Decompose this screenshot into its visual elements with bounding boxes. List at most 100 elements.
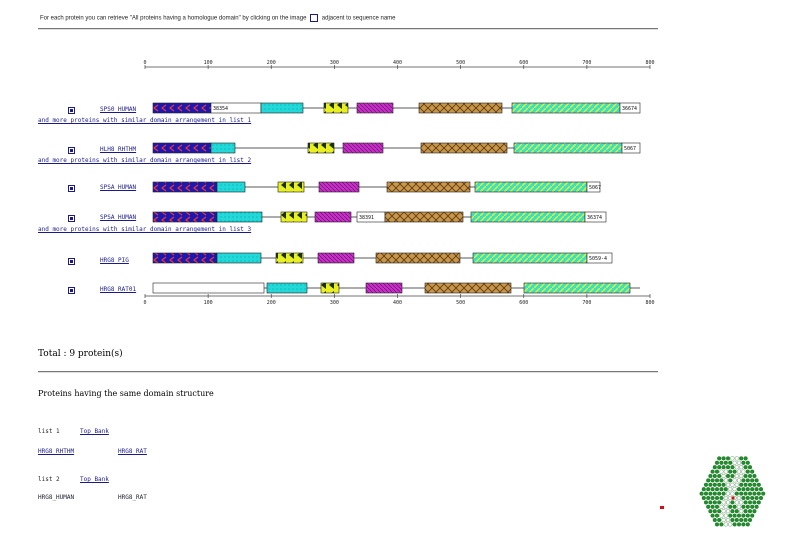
protein-5-domain-button[interactable] (68, 258, 75, 265)
navy-domain (152, 181, 218, 193)
logo-dot (706, 487, 711, 492)
scale-tick-label: 800 (645, 300, 654, 306)
protein-1-name[interactable]: SPS0_HUMAN (100, 106, 137, 113)
logo-dot (734, 509, 739, 514)
instructions-icon (310, 14, 319, 22)
logo-dot (721, 500, 726, 505)
logo-dot (741, 460, 746, 465)
logo-dot (750, 504, 755, 509)
logo-dot (728, 478, 733, 483)
logo-dot (728, 522, 733, 527)
logo-dot (732, 487, 737, 492)
logo-dot (730, 491, 735, 496)
hexagon-logo-icon (699, 456, 766, 527)
logo-dot (734, 456, 739, 461)
yellow-domain (275, 252, 304, 264)
list-1-item-2[interactable]: HRG8_RAT (118, 448, 147, 455)
logo-dot (747, 491, 753, 496)
white-domain (586, 181, 601, 193)
list-1-topbank-link[interactable]: Top Bank (80, 428, 109, 435)
scale-tick-label: 300 (330, 300, 339, 306)
scale-tick-label: 500 (456, 300, 465, 306)
protein-5-name[interactable]: HRG8_PIG (100, 257, 129, 264)
cyan-domain (216, 181, 246, 193)
logo-dot (719, 478, 724, 483)
protein-6-name[interactable]: HRG8_RAT01 (100, 286, 137, 293)
logo-dot (736, 460, 742, 465)
protein-1-domain-button[interactable] (68, 107, 75, 114)
logo-dot (710, 478, 715, 483)
list-3-link[interactable]: and more proteins with similar domain ar… (38, 226, 252, 233)
protein-2-name[interactable]: HLH8_RHTHM (100, 146, 137, 153)
scale-tick-label: 800 (645, 60, 654, 66)
logo-dot (710, 495, 715, 501)
segment-label: 5067 (589, 185, 601, 191)
segment-label: 5059-4 (589, 256, 607, 262)
logo-dot (710, 469, 715, 474)
cyan-domain (260, 102, 304, 114)
segment-label: 38354 (213, 106, 228, 112)
logo-dot (741, 513, 746, 518)
logo-dot (719, 504, 724, 509)
brown-domain (375, 252, 461, 264)
logo-dot (739, 491, 744, 496)
logo-dot (752, 491, 757, 496)
logo-dot (721, 509, 726, 514)
logo-dot (714, 478, 720, 483)
aqua-domain (470, 211, 586, 223)
logo-dot (712, 509, 717, 514)
brown-domain (418, 102, 503, 114)
logo-dot (736, 487, 742, 492)
logo-dot (743, 491, 748, 496)
list-2-item-2[interactable]: HRG8_RAT (118, 494, 147, 501)
logo-dot (706, 495, 711, 501)
protein-6-domain-button[interactable] (68, 287, 75, 294)
logo-dot (734, 491, 739, 496)
protein-2-domain-button[interactable] (68, 147, 75, 154)
logo-dot (723, 460, 728, 465)
logo-dot (730, 517, 735, 523)
logo-dot (725, 500, 731, 505)
logo-dot (719, 460, 724, 465)
logo-dot (728, 460, 733, 465)
logo-dot (741, 487, 746, 492)
logo-dot (752, 509, 757, 514)
list-2-link[interactable]: and more proteins with similar domain ar… (38, 157, 252, 164)
logo-dot (730, 509, 735, 514)
logo-dot (739, 500, 744, 505)
protein-3-domain-button[interactable] (68, 185, 75, 192)
list-1-item-1[interactable]: HRG8_RHTHM (38, 448, 75, 455)
scale-tick-label: 400 (393, 60, 402, 66)
protein-3-name[interactable]: SPSA_HUMAN (100, 184, 137, 191)
logo-dot (708, 482, 713, 487)
list-2-topbank-link[interactable]: Top Bank (80, 476, 109, 483)
scale-tick-label: 100 (204, 300, 213, 306)
logo-dot (703, 491, 709, 496)
logo-dot (756, 500, 761, 505)
logo-dot (730, 456, 735, 461)
logo-dot (747, 509, 753, 514)
cyan-domain (266, 282, 308, 294)
logo-dot (699, 491, 704, 496)
protein-4-domain-button[interactable] (68, 215, 75, 222)
logo-dot (750, 478, 755, 483)
white-domain (584, 211, 607, 223)
logo-dot (745, 495, 750, 501)
logo-dot (708, 500, 713, 505)
logo-dot (741, 522, 746, 527)
magenta-domain (356, 102, 394, 114)
protein-4-name[interactable]: SPSA_HUMAN (100, 214, 137, 221)
logo-dot (712, 465, 717, 470)
logo-dot (717, 517, 722, 523)
logo-dot (712, 473, 717, 479)
logo-dot (708, 491, 713, 496)
cyan-domain (210, 142, 236, 154)
list-2-item-1[interactable]: HRG8_HUMAN (38, 494, 75, 501)
logo-dot (717, 456, 722, 461)
yellow-domain (277, 181, 305, 193)
list-1-link[interactable]: and more proteins with similar domain ar… (38, 117, 252, 124)
logo-dot (701, 495, 706, 501)
logo-dot (747, 465, 753, 470)
logo-dot (754, 504, 759, 509)
